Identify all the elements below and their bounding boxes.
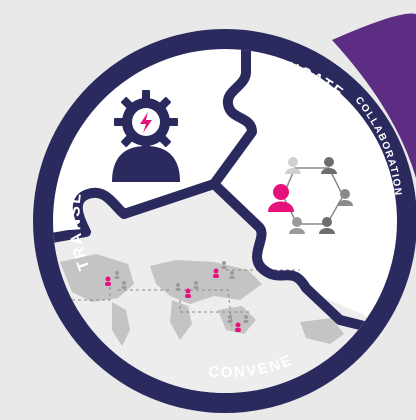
network-person-highlight [268, 184, 294, 212]
map-people [105, 261, 249, 332]
network-person [337, 189, 353, 206]
map-network-lines [66, 269, 300, 327]
accent-crescent [332, 13, 416, 178]
network-person [321, 157, 337, 174]
network-person [285, 157, 301, 174]
network-person [289, 217, 305, 234]
network-person [319, 217, 335, 234]
puzzle-seams [53, 49, 397, 345]
world-map-icon [60, 254, 344, 346]
lightning-icon [140, 112, 152, 133]
person-gear-icon [112, 90, 180, 182]
people-network-icon [268, 157, 353, 234]
